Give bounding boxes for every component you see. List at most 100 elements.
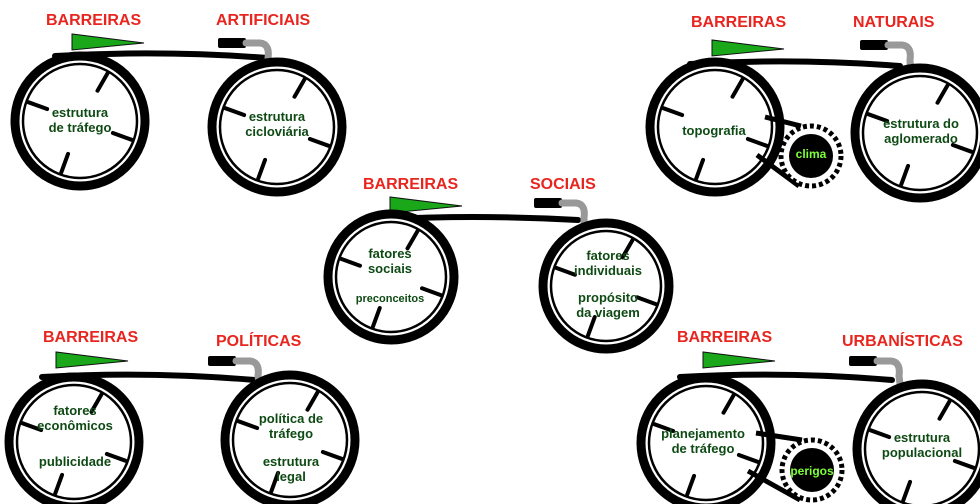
left-wheel-spoke: [53, 472, 65, 496]
heading-barreiras: BARREIRAS: [43, 329, 139, 346]
left-wheel-spoke: [104, 451, 128, 463]
left-wheel: [4, 372, 144, 504]
right-wheel-spoke: [256, 157, 268, 181]
gear-label-perigos: perigos: [790, 464, 834, 478]
left-wheel: [645, 57, 785, 197]
right-wheel-spoke: [868, 428, 892, 440]
heading-naturais: NATURAIS: [853, 14, 935, 31]
heading-barreiras: BARREIRAS: [691, 14, 787, 31]
handlebar-stem: [558, 199, 589, 256]
right-wheel-spoke: [935, 83, 950, 105]
left-wheel-spoke: [26, 100, 50, 112]
left-wheel-rim: [656, 68, 774, 186]
left-wheel: [636, 373, 776, 504]
right-wheel-spoke: [554, 265, 577, 277]
left-wheel-spoke: [736, 452, 760, 464]
left-wheel-spoke: [89, 392, 104, 414]
right-wheel-rim: [549, 229, 663, 343]
handlebar-stem: [232, 357, 270, 436]
right-wheel-spoke: [292, 77, 307, 99]
left-wheel-spoke: [59, 151, 71, 175]
heading-barreiras: BARREIRAS: [46, 12, 142, 29]
right-wheel-spoke: [901, 479, 913, 503]
pennant-flag: [711, 39, 785, 57]
right-wheel-spoke: [952, 458, 976, 470]
right-wheel-spoke: [269, 470, 281, 494]
left-wheel-spoke: [685, 473, 697, 497]
right-wheel-rim: [863, 390, 980, 504]
left-wheel-spoke: [405, 229, 420, 251]
left-wheel-spoke: [420, 286, 443, 298]
left-wheel-spoke: [110, 130, 134, 142]
handlebar-grip: [849, 356, 877, 366]
right-wheel-spoke: [320, 449, 344, 461]
left-wheel-spoke: [730, 77, 745, 99]
wheel-label-topografia: topografia: [682, 123, 746, 138]
right-wheel-spoke: [620, 238, 635, 260]
pennant-flag: [71, 33, 145, 51]
pennant-flag: [389, 196, 463, 214]
right-wheel-spoke: [950, 142, 974, 154]
left-wheel-rim: [647, 384, 765, 502]
right-wheel: [207, 57, 347, 197]
left-wheel-spoke: [694, 157, 706, 181]
left-wheel-spoke: [721, 393, 736, 415]
heading-urbanisticas: URBANÍSTICAS: [842, 333, 963, 350]
wheel-label-publicidade: publicidade: [38, 454, 112, 469]
right-wheel: [220, 370, 360, 504]
left-wheel: [323, 209, 459, 345]
left-wheel-spoke: [370, 306, 382, 329]
heading-politicas: POLÍTICAS: [216, 333, 302, 350]
right-wheel-rim: [218, 68, 336, 186]
handlebar-grip: [208, 356, 236, 366]
heading-sociais: SOCIAIS: [530, 176, 596, 193]
handlebar-grip: [860, 40, 888, 50]
chain: [746, 430, 803, 503]
right-wheel: [850, 63, 980, 203]
left-wheel-spoke: [652, 422, 676, 434]
wheel-label-preconceitos: preconceitos: [355, 293, 425, 305]
handlebar-grip: [534, 198, 562, 208]
right-wheel-spoke: [585, 315, 597, 338]
left-wheel-spoke: [20, 421, 44, 433]
pennant-flag: [55, 351, 129, 369]
right-wheel-spoke: [635, 295, 658, 307]
gear-label-clima: clima: [795, 147, 827, 161]
right-wheel-spoke: [866, 112, 890, 124]
gear-core: [789, 134, 833, 178]
handlebar-grip: [218, 38, 246, 48]
right-wheel-rim: [231, 381, 349, 499]
right-wheel-spoke: [305, 390, 320, 412]
left-wheel-spoke: [339, 256, 362, 268]
handlebar-stem: [884, 41, 916, 111]
right-wheel-spoke: [899, 163, 911, 187]
gear-core: [790, 448, 834, 492]
right-wheel-rim: [861, 74, 979, 192]
right-wheel: [538, 218, 674, 354]
handlebar-stem: [242, 39, 277, 112]
right-wheel-spoke: [937, 399, 952, 421]
left-wheel-rim: [21, 62, 139, 180]
pennant-flag: [702, 351, 776, 369]
right-wheel: [852, 379, 980, 504]
left-wheel-spoke: [661, 106, 685, 118]
heading-barreiras: BARREIRAS: [363, 176, 459, 193]
left-wheel-spoke: [95, 71, 110, 93]
right-wheel-spoke: [223, 106, 247, 118]
heading-artificiais: ARTIFICIAIS: [216, 12, 311, 29]
right-wheel-spoke: [307, 136, 331, 148]
left-wheel: [10, 51, 150, 191]
left-wheel-rim: [334, 220, 448, 334]
